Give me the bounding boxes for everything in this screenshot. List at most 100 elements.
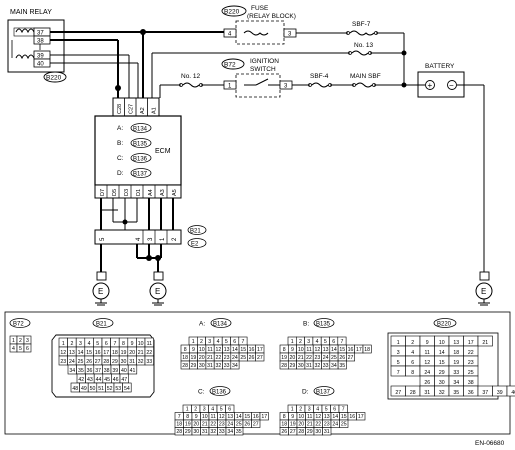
legend-b21-cell	[144, 355, 154, 366]
legend-b21-pin: 14	[78, 350, 84, 356]
svg-text:D1: D1	[136, 189, 142, 196]
ground-icon: E	[149, 271, 167, 306]
legend-b134-pin: 18	[182, 355, 188, 361]
legend-b135-pin: 22	[306, 355, 312, 361]
svg-text:D7: D7	[100, 189, 106, 196]
legend-b134-pin: 2	[200, 339, 203, 345]
legend-b136-pin: 32	[210, 429, 216, 435]
legend-b21-pin: 15	[86, 350, 92, 356]
fuse-subtitle: (RELAY BLOCK)	[247, 13, 296, 20]
legend-b220-pin: 34	[453, 380, 459, 386]
legend-b220-pin: 6	[411, 360, 414, 366]
legend-b135-pin: 13	[323, 347, 329, 353]
legend-b136-pin: 19	[185, 422, 191, 428]
legend-b21-pin: 33	[146, 359, 152, 365]
svg-text:A5: A5	[172, 189, 178, 196]
ground-conn-e2: E2	[191, 242, 199, 248]
legend-b134-pin: 15	[240, 347, 246, 353]
legend-b220-pin: 26	[424, 380, 430, 386]
legend-b134-pin: 6	[233, 339, 236, 345]
relay-pin-38: 38	[37, 39, 44, 45]
legend-b136-pin: 24	[227, 422, 233, 428]
legend-b134-pin: 19	[191, 355, 197, 361]
legend-b21-pin: 31	[129, 359, 135, 365]
legend-b136-pin: 12	[219, 414, 225, 420]
legend-b21-pin: 49	[81, 386, 87, 392]
ground-connector-block: 5 4 3 1 2	[94, 229, 182, 245]
ground-conn-b21: B21	[190, 229, 201, 235]
svg-text:E: E	[155, 287, 160, 296]
legend-b134-title: B134	[213, 322, 228, 328]
legend-b137-pin: 4	[316, 407, 319, 413]
legend-b136-pin: 34	[227, 429, 233, 435]
legend-b137-cell	[339, 419, 349, 428]
legend-b136-pin: 31	[202, 429, 208, 435]
legend-b220-pin: 11	[425, 350, 430, 356]
legend-b137-pin: 26	[281, 429, 287, 435]
legend-b220-pin: 36	[468, 390, 474, 396]
legend-b134-pin: 5	[225, 339, 228, 345]
legend-b220-pin: 29	[439, 370, 445, 376]
legend-b21-pin: 45	[104, 377, 110, 383]
svg-text:A:: A:	[199, 321, 205, 328]
svg-text:3: 3	[148, 237, 154, 241]
legend-b136-pin: 15	[244, 414, 250, 420]
legend-b72-cell	[23, 343, 32, 353]
legend-b220-pin: 5	[397, 360, 400, 366]
legend-b134-pin: 1	[192, 339, 195, 345]
main-relay-title: MAIN RELAY	[10, 9, 52, 16]
legend-b137-pin: 21	[307, 422, 313, 428]
legend-b137-title: B137	[316, 390, 331, 396]
legend-b137-pin: 29	[307, 429, 313, 435]
legend-b134-pin: 13	[224, 347, 230, 353]
relay-pin-boxes: 37 38 39 40	[33, 27, 51, 68]
legend-b21-pin: 30	[121, 359, 127, 365]
legend-b134-pin: 12	[215, 347, 221, 353]
legend-b21-pin: 21	[138, 350, 144, 356]
legend-b137-cell	[356, 412, 366, 421]
legend-b220-pin: 28	[410, 390, 416, 396]
legend-b135-pin: 31	[306, 363, 312, 369]
legend-b135-pin: 35	[339, 363, 345, 369]
legend-b21-pin: 53	[115, 386, 121, 392]
legend-b134-pin: 25	[240, 355, 246, 361]
ignition-pin-3: 3	[284, 84, 288, 90]
legend-b21-pin: 48	[72, 386, 78, 392]
legend-b135-pin: 18	[364, 347, 370, 353]
legend-b134-pin: 28	[182, 363, 188, 369]
ecm-pin-a2: A2	[140, 107, 146, 114]
legend-b136-pin: 22	[210, 422, 216, 428]
legend-b135-pin: 17	[356, 347, 362, 353]
legend-b21-pin: 41	[130, 368, 136, 374]
svg-text:D:: D:	[302, 389, 309, 396]
legend-b136-pin: 11	[211, 414, 216, 420]
legend-b135-pin: 6	[332, 339, 335, 345]
legend-b21-pin: 40	[121, 368, 127, 374]
ignition-pin-1: 1	[228, 84, 232, 90]
legend-b21-pin: 10	[138, 341, 144, 347]
legend-b220-pin: 17	[468, 340, 474, 346]
legend-b134-cell	[255, 352, 265, 362]
legend-b135-pin: 9	[291, 347, 294, 353]
legend-b21-cell	[127, 364, 138, 375]
legend-b134-pin: 4	[217, 339, 220, 345]
connector-legend-box	[4, 311, 511, 435]
ecm-connector-list: A: B134 B: B135 C: B136 D: B137	[117, 123, 152, 178]
legend-b136-pin: 2	[194, 407, 197, 413]
legend-b136-pin: 33	[219, 429, 225, 435]
legend-b135-pin: 4	[316, 339, 319, 345]
legend-b21-pin: 47	[121, 377, 127, 383]
legend-b135-pin: 20	[290, 355, 296, 361]
legend-b136-pin: 13	[227, 414, 233, 420]
ecm-conn-b135: B135	[133, 142, 148, 148]
ecm-bottom-connector: D7 D5 D3 D1 A4 A3 A5	[94, 184, 182, 199]
legend-b135-pin: 25	[331, 355, 337, 361]
legend-b135-pin: 10	[298, 347, 304, 353]
legend-b21-pin: 37	[95, 368, 101, 374]
ecm-pin-c27: C27	[129, 104, 135, 114]
legend-b137-pin: 1	[291, 407, 294, 413]
svg-text:2: 2	[172, 237, 178, 241]
main-relay-box	[7, 19, 65, 73]
